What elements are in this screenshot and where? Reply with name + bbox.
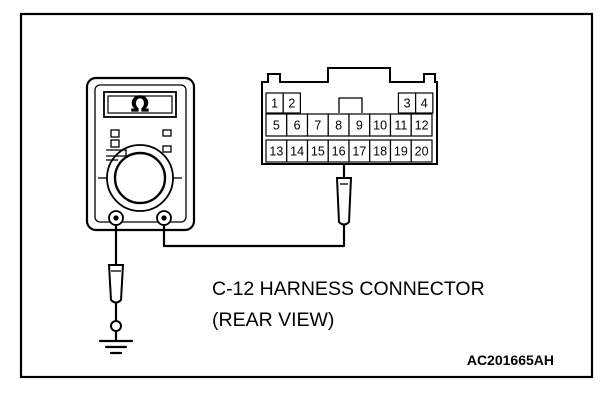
connector-pin-number: 15: [311, 145, 325, 159]
connector-view-label: (REAR VIEW): [212, 309, 334, 331]
connector-pin-number: 20: [415, 145, 429, 159]
connector-label: C-12 HARNESS CONNECTOR: [212, 278, 485, 300]
connector-pin-number: 12: [415, 119, 429, 133]
connector-pin-number: 1: [271, 97, 278, 111]
connector-pin-cell: [410, 139, 433, 163]
connector-pin-number: 13: [269, 145, 283, 159]
connector-pin-number: 17: [352, 145, 366, 159]
diagram-border: [19, 12, 594, 379]
ohm-symbol: Ω: [131, 93, 150, 118]
connector-pin-cell: [282, 92, 302, 114]
connector-pin-number: 7: [314, 119, 321, 133]
test-probe-icon: [335, 162, 353, 226]
connector-pin-cell: [415, 92, 434, 114]
test-lead-to-connector: [162, 222, 346, 248]
connector-pin-number: 2: [288, 97, 295, 111]
connector-pin-number: 14: [290, 145, 304, 159]
connector-pin-number: 5: [273, 119, 280, 133]
connector-pin-number: 18: [373, 145, 387, 159]
connector-pin-number: 4: [421, 97, 428, 111]
connector-pin-number: 8: [335, 119, 342, 133]
connector-pin-number: 11: [394, 119, 407, 133]
connector-pin-number: 9: [356, 119, 363, 133]
ground-symbol-icon: [98, 320, 134, 355]
ground-probe-icon: [107, 264, 125, 322]
connector-pin-number: 16: [332, 145, 346, 159]
connector-pin-cell: [410, 113, 433, 137]
connector-pin-number: 19: [394, 145, 408, 159]
connector-pin-number: 6: [294, 119, 301, 133]
connector-pin-number: 3: [404, 97, 411, 111]
figure-code: AC201665AH: [467, 352, 554, 368]
multimeter-icon: Ω: [85, 76, 196, 232]
connector-pin-number: 10: [373, 119, 387, 133]
